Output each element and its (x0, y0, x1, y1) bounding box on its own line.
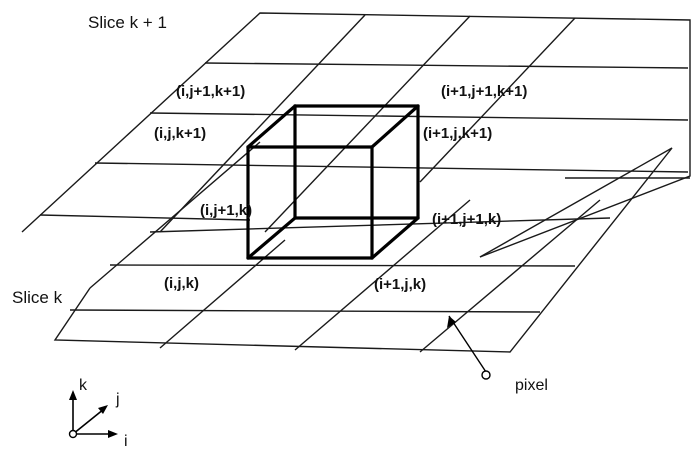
vertex-label-top-back-left: (i,j+1,k+1) (176, 83, 245, 100)
lower-grid-row-line (109, 264, 576, 267)
cube-edge (246, 216, 297, 260)
vertex-label-top-back-right: (i+1,j+1,k+1) (441, 83, 527, 100)
lower-grid-col-line (419, 199, 601, 353)
lower-grid-col-line (294, 199, 471, 351)
j-axis-label: j (115, 391, 120, 408)
upper-grid-col-line (159, 14, 366, 233)
lower-grid-col-line (159, 239, 286, 349)
upper-slice-grid (21, 12, 691, 258)
axis-triad (68, 390, 118, 439)
lower-grid-row-line (69, 309, 541, 313)
cube-edge (246, 104, 297, 149)
lower-slice-outline (53, 141, 673, 353)
upper-grid-col-line (264, 15, 471, 233)
upper-grid-row-line (204, 62, 689, 69)
vertex-label-bottom-back-left: (i,j+1,k) (200, 202, 252, 219)
pixel-pointer (447, 315, 491, 380)
axis-origin (68, 429, 78, 439)
cube-edge (370, 216, 420, 260)
vertex-label-top-front-left: (i,j,k+1) (154, 125, 206, 142)
k-axis-arrowhead (69, 390, 77, 400)
i-axis-label: i (124, 433, 128, 447)
vertex-label-bottom-front-left: (i,j,k) (164, 275, 199, 292)
upper-grid-row-line (39, 214, 251, 221)
lower-slice-label: Slice k (12, 288, 63, 307)
lower-grid-row-line (149, 217, 611, 233)
lower-slice-grid (53, 141, 690, 353)
cube-edge (370, 104, 420, 149)
pixel-pointer-arrowhead (447, 316, 456, 328)
upper-grid-row-line (94, 162, 689, 173)
k-axis-label: k (79, 377, 88, 394)
pixel-pointer-line (448, 315, 487, 373)
upper-grid-col-line (419, 17, 576, 183)
pixel-label: pixel (515, 377, 548, 394)
vertex-label-top-front-right: (i+1,j,k+1) (423, 125, 492, 142)
i-axis-arrowhead (108, 430, 118, 438)
j-axis-line (72, 408, 105, 435)
vertex-label-bottom-back-right: (i+1,j+1,k) (432, 211, 501, 228)
vertex-label-bottom-front-right: (i+1,j,k) (374, 276, 426, 293)
voxel-cube (246, 104, 420, 260)
upper-slice-outline (21, 12, 691, 258)
j-axis-arrowhead (98, 405, 108, 414)
pixel-pointer-origin (481, 370, 491, 380)
upper-slice-label: Slice k + 1 (88, 13, 167, 32)
